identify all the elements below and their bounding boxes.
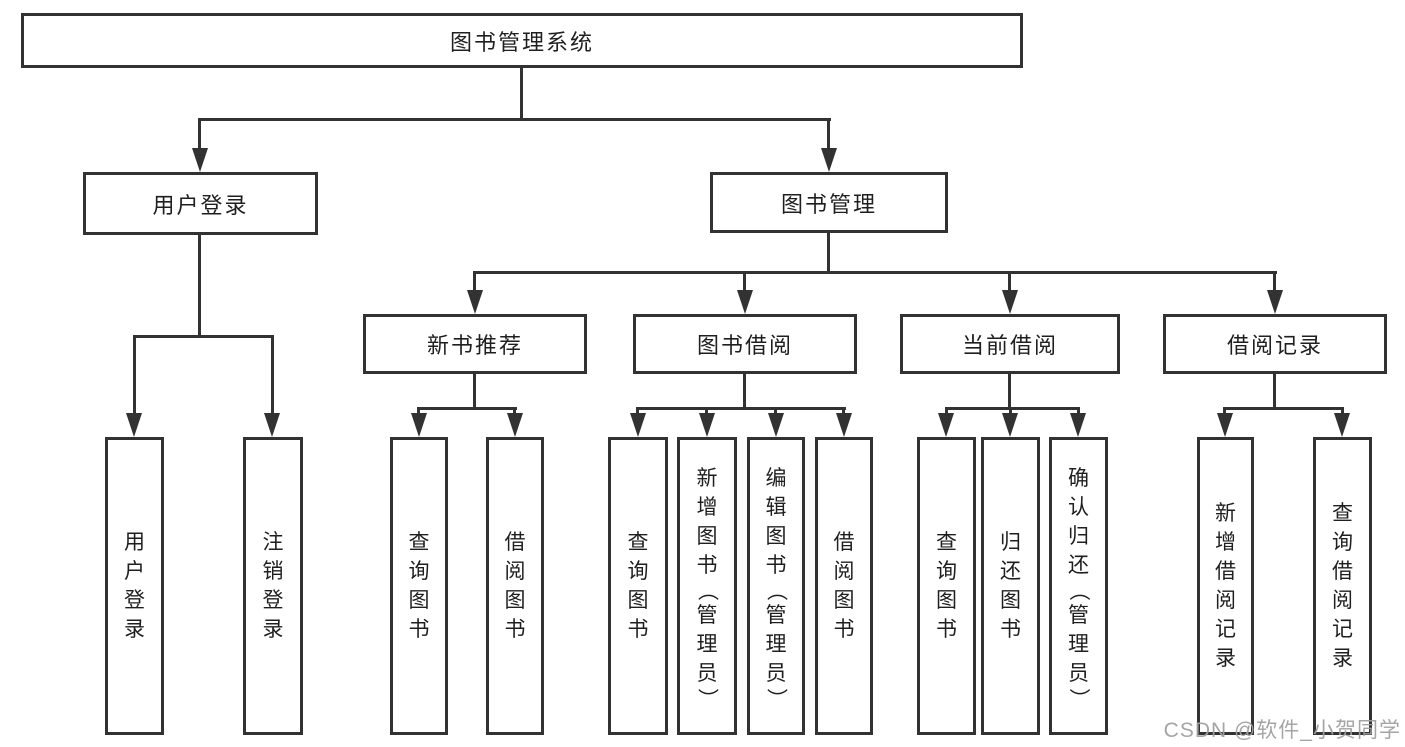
connector-line xyxy=(199,118,831,121)
arrowhead-down xyxy=(737,290,753,314)
connector-line xyxy=(133,335,274,338)
node-bb-edit-books-admin: 编辑图书（管理员） xyxy=(747,437,805,735)
arrowhead-down xyxy=(126,413,142,437)
node-cb-return-books: 归还图书 xyxy=(981,437,1040,735)
connector-line xyxy=(945,407,948,415)
arrowhead-down xyxy=(264,413,280,437)
arrowhead-down xyxy=(192,148,208,172)
connector-line xyxy=(474,271,1277,274)
node-new-book-recommendation: 新书推荐 xyxy=(363,314,587,374)
connector-line xyxy=(520,68,523,118)
connector-line xyxy=(827,231,830,271)
connector-line xyxy=(774,407,777,415)
connector-line xyxy=(1341,407,1344,415)
arrowhead-down xyxy=(1002,413,1018,437)
connector-line xyxy=(198,118,201,150)
connector-line xyxy=(417,407,420,415)
watermark: CSDN @软件_小贺同学 xyxy=(1163,719,1401,742)
connector-line xyxy=(842,407,845,415)
connector-line xyxy=(198,233,201,335)
arrowhead-down xyxy=(1070,413,1086,437)
connector-line xyxy=(636,407,639,415)
node-borrowing-records: 借阅记录 xyxy=(1163,314,1387,374)
connector-line xyxy=(1009,407,1012,415)
arrowhead-down xyxy=(821,148,837,172)
connector-line xyxy=(1273,271,1276,293)
node-user-login: 用户登录 xyxy=(83,172,318,235)
arrowhead-down xyxy=(630,413,646,437)
arrowhead-down xyxy=(1334,413,1350,437)
connector-line xyxy=(473,374,476,407)
node-br-add-record: 新增借阅记录 xyxy=(1197,437,1254,735)
connector-line xyxy=(636,407,846,410)
arrowhead-down xyxy=(467,290,483,314)
node-bb-add-books-admin: 新增图书（管理员） xyxy=(677,437,737,735)
node-br-query-record: 查询借阅记录 xyxy=(1313,437,1372,735)
connector-line xyxy=(743,271,746,293)
node-leaf-user-login: 用户登录 xyxy=(105,437,164,735)
node-rec-query-books: 查询图书 xyxy=(390,437,448,735)
connector-line xyxy=(417,407,517,410)
arrowhead-down xyxy=(507,413,523,437)
node-cb-query-books: 查询图书 xyxy=(917,437,976,735)
connector-line xyxy=(1223,407,1344,410)
node-leaf-logout: 注销登录 xyxy=(243,437,303,735)
arrowhead-down xyxy=(411,413,427,437)
arrowhead-down xyxy=(1002,290,1018,314)
connector-line xyxy=(743,374,746,407)
arrowhead-down xyxy=(836,413,852,437)
connector-line xyxy=(1223,407,1226,415)
connector-line xyxy=(705,407,708,415)
node-book-borrowing: 图书借阅 xyxy=(633,314,857,374)
node-bb-borrow-books: 借阅图书 xyxy=(815,437,873,735)
connector-line xyxy=(473,271,476,293)
node-book-management: 图书管理 xyxy=(710,172,948,233)
arrowhead-down xyxy=(699,413,715,437)
connector-line xyxy=(513,407,516,415)
arrowhead-down xyxy=(768,413,784,437)
connector-line xyxy=(271,335,274,415)
connector-line xyxy=(1273,374,1276,407)
connector-line xyxy=(827,118,830,150)
connector-line xyxy=(1077,407,1080,415)
connector-line xyxy=(1008,271,1011,293)
connector-line xyxy=(945,407,1080,410)
arrowhead-down xyxy=(1267,290,1283,314)
node-library-management-system: 图书管理系统 xyxy=(21,13,1023,68)
node-current-borrowing: 当前借阅 xyxy=(900,314,1120,374)
arrowhead-down xyxy=(1217,413,1233,437)
node-cb-confirm-return-admin: 确认归还（管理员） xyxy=(1049,437,1108,735)
arrowhead-down xyxy=(938,413,954,437)
node-bb-query-books: 查询图书 xyxy=(608,437,668,735)
node-rec-borrow-books: 借阅图书 xyxy=(486,437,544,735)
connector-line xyxy=(1008,374,1011,407)
connector-line xyxy=(133,335,136,415)
